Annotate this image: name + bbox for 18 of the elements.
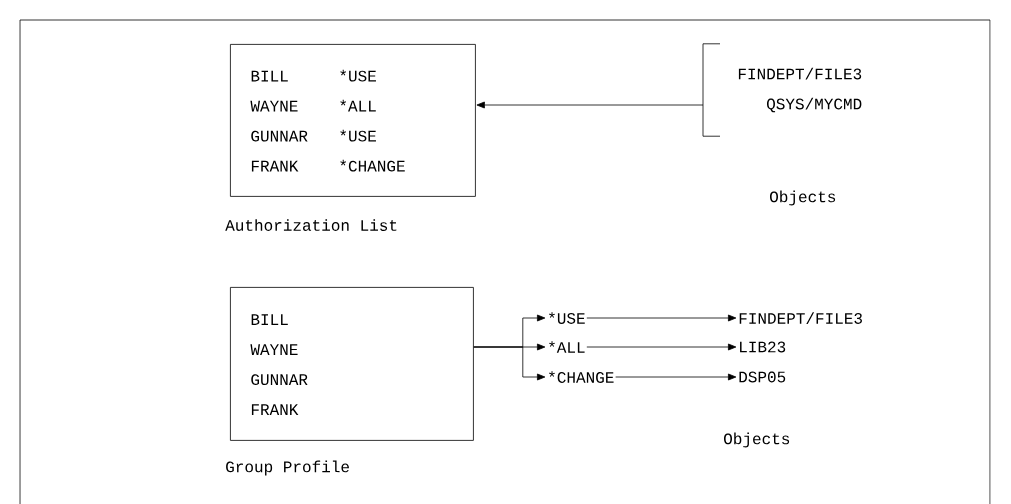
caption: Objects [724, 432, 790, 448]
object-text: LIB23 [740, 341, 786, 353]
arrow [586, 314, 737, 322]
node-label: Objects [770, 190, 836, 206]
object-text: *USE [549, 312, 585, 324]
node-label: Group Profile [226, 460, 349, 476]
object-bracket: FINDEPT/FILE3 QSYS/MYCMD [702, 43, 862, 137]
object-text: DSP05 [739, 371, 786, 383]
arrow [586, 343, 737, 351]
object-text: FINDEPT/FILE3 [739, 312, 862, 324]
arrow [615, 373, 737, 381]
list-box: BILL *USE WAYNE *ALL GUNNAR *USE FRANK *CHANGE [230, 44, 476, 197]
object-text: *CHANGE [549, 371, 614, 383]
arrow [476, 101, 704, 109]
node-label: Authorization List [225, 219, 397, 231]
arrow [473, 346, 546, 381]
object-text: *ALL [549, 341, 585, 353]
list-box: BILL WAYNE GUNNAR FRANK [230, 287, 474, 441]
